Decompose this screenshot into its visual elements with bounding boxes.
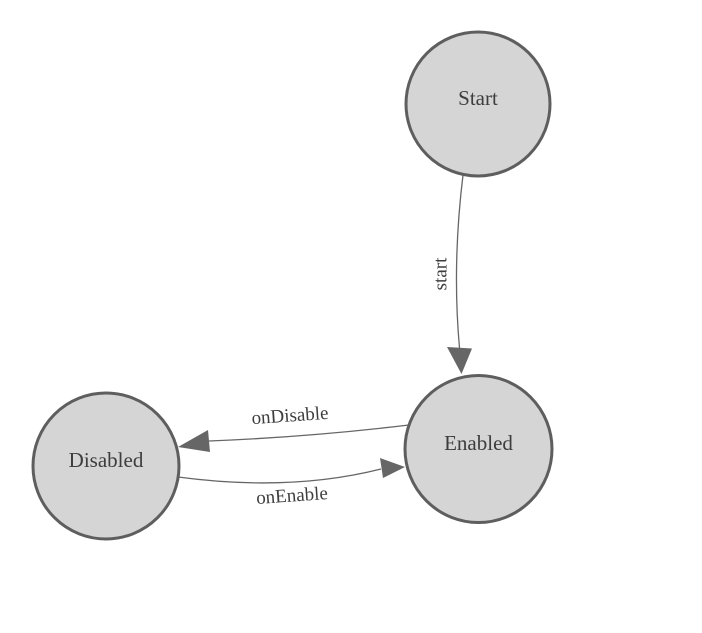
edge-label-on-enable-transition: onEnable [255,483,328,509]
state-node-start [404,30,552,178]
edge-labels-layer: start onDisable onEnable [251,257,452,509]
state-label-start: Start [458,86,498,110]
state-label-enabled: Enabled [444,431,513,455]
arrowhead-start-transition [447,347,472,374]
edge-label-on-disable-transition: onDisable [251,403,329,429]
state-label-disabled: Disabled [69,448,144,472]
edge-on-disable-transition [208,424,410,442]
arrowhead-on-enable-transition [380,458,405,478]
edge-start-transition [455,174,464,349]
edge-on-enable-transition [177,468,382,484]
arrowhead-on-disable-transition [178,430,210,452]
edges-layer [177,174,472,484]
state-node-enabled [403,374,554,524]
state-node-disabled [31,391,181,541]
edge-label-start-transition: start [431,257,452,290]
